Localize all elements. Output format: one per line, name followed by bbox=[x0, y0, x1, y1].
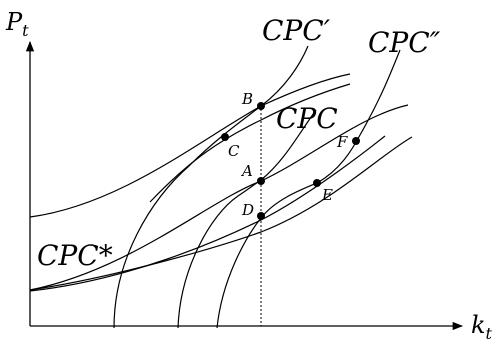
point-b bbox=[257, 102, 265, 110]
label-a: A bbox=[240, 162, 253, 180]
point-d bbox=[257, 212, 265, 220]
flat-curve-lower bbox=[29, 135, 386, 292]
flat-curve-top bbox=[29, 73, 351, 218]
point-e bbox=[313, 179, 321, 187]
label-c: C bbox=[228, 142, 240, 160]
label-f: F bbox=[336, 133, 348, 151]
label-cpc-star: CPC* bbox=[37, 239, 113, 272]
x-axis-label: kt bbox=[471, 311, 493, 343]
cpc-curve bbox=[177, 109, 317, 329]
label-d: D bbox=[241, 201, 254, 219]
label-cpc-double-prime: CPC″ bbox=[368, 26, 441, 59]
label-e: E bbox=[321, 186, 333, 204]
point-f bbox=[352, 137, 360, 145]
point-c bbox=[221, 133, 229, 141]
cpc-star-curve bbox=[113, 45, 309, 329]
flat-curve-bottom bbox=[29, 136, 413, 291]
label-cpc: CPC bbox=[276, 102, 338, 135]
label-cpc-prime: CPC′ bbox=[262, 14, 331, 47]
flat-curve-upper bbox=[149, 83, 351, 203]
flat-curve-middle-cpcstar bbox=[29, 104, 409, 291]
label-b: B bbox=[241, 90, 253, 108]
y-axis-label: Pt bbox=[5, 8, 29, 40]
point-a bbox=[257, 177, 265, 185]
